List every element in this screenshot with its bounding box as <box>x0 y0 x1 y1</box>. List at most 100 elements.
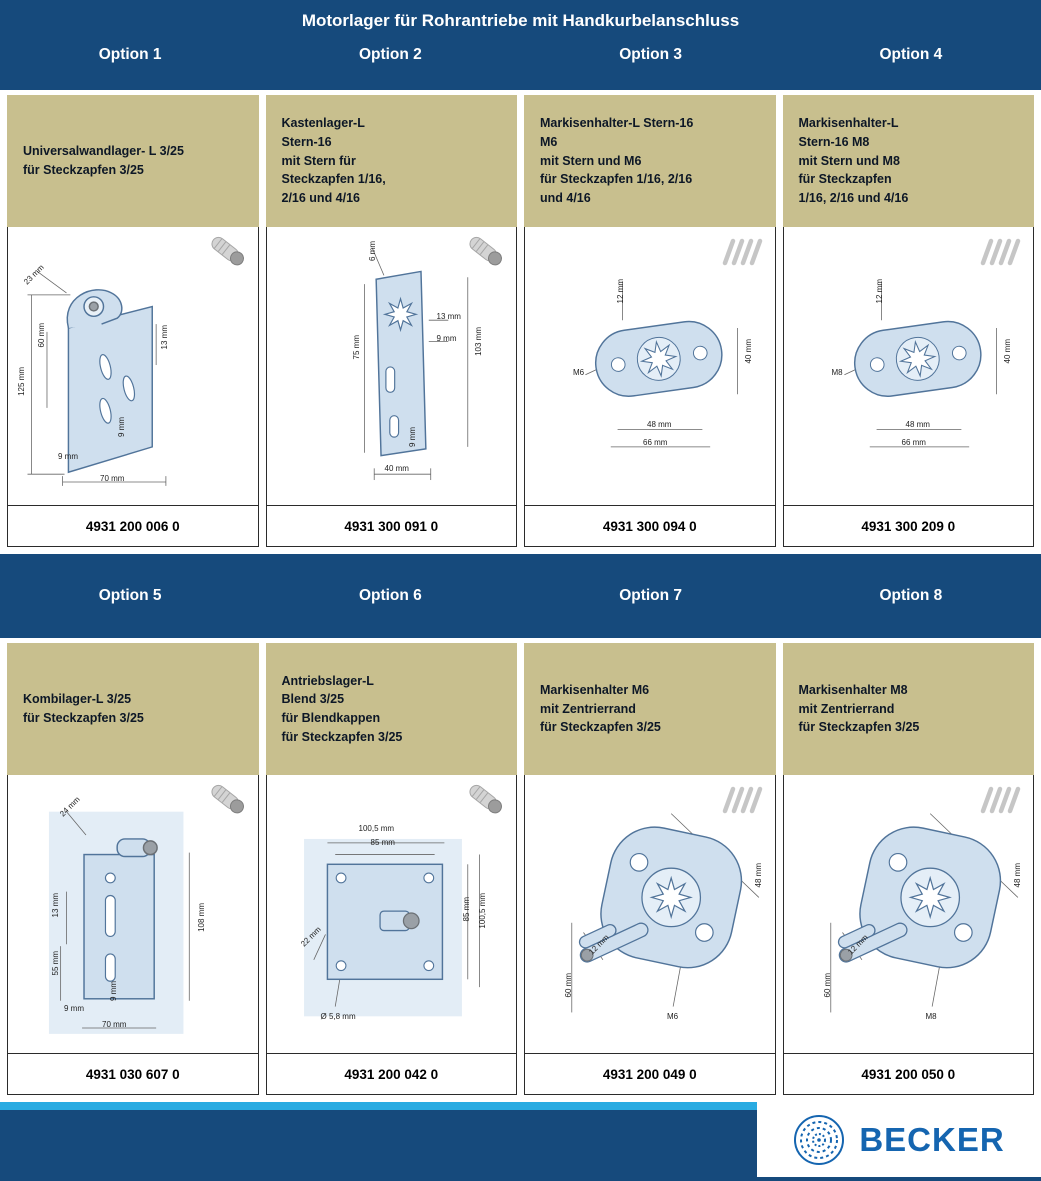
footer-blue-block <box>0 1110 757 1181</box>
option-header-row: Option 5 Option 6 Option 7 Option 8 <box>0 587 1041 605</box>
brand-area: BECKER <box>757 1102 1041 1181</box>
footer: BECKER <box>0 1102 1041 1181</box>
part-number: 4931 300 091 0 <box>266 505 516 546</box>
drive-bracket-drawing <box>303 838 480 1017</box>
card-row-2: Kombilager-L 3/25 für Steckzapfen 3/25 <box>0 638 1041 1102</box>
product-description: Antriebslager-L Blend 3/25 für Blendkapp… <box>265 643 517 775</box>
dim-label: M6 <box>667 1012 679 1021</box>
option-header-6: Option 6 <box>358 587 422 604</box>
product-card-5: Kombilager-L 3/25 für Steckzapfen 3/25 <box>7 643 259 1095</box>
awning-holder-drawing <box>843 281 997 448</box>
box-bracket-drawing <box>363 247 468 481</box>
brand-name: BECKER <box>859 1120 1005 1158</box>
part-number: 4931 200 050 0 <box>783 1053 1033 1094</box>
dim-label: M6 <box>573 368 585 377</box>
dim-label: 100,5 mm <box>477 893 487 929</box>
dim-label: 125 mm <box>17 367 26 396</box>
option-header-5: Option 5 <box>98 587 162 604</box>
dim-label: Ø 5,8 mm <box>320 1012 356 1021</box>
page-title: Motorlager für Rohrantriebe mit Handkurb… <box>301 11 740 30</box>
dim-label: 12 mm <box>874 279 884 304</box>
dim-label: 48 mm <box>647 420 672 429</box>
product-description: Markisenhalter M6 mit Zentrierrand für S… <box>524 643 776 775</box>
part-number: 4931 300 094 0 <box>525 505 775 546</box>
hatch-icon <box>975 235 1023 274</box>
option-header-7: Option 7 <box>619 587 683 604</box>
dim-label: M8 <box>831 368 843 377</box>
dim-label: 13 mm <box>51 893 60 918</box>
combi-bracket-drawing <box>48 811 190 1034</box>
dim-label: 85 mm <box>370 838 395 847</box>
part-number: 4931 200 049 0 <box>525 1053 775 1094</box>
dim-label: 60 mm <box>822 973 832 998</box>
dim-label: 48 mm <box>1012 863 1022 888</box>
dim-label: 60 mm <box>564 973 573 998</box>
dim-label: 70 mm <box>102 1020 127 1029</box>
crank-icon <box>208 783 248 822</box>
dim-label: 100,5 mm <box>358 824 395 833</box>
technical-drawing: 23 mm 60 mm 13 mm 125 mm 9 mm 9 mm 70 mm <box>8 227 258 505</box>
crank-icon <box>466 235 506 274</box>
product-card-4: Markisenhalter-L Stern-16 M8 mit Stern u… <box>782 95 1034 547</box>
product-card-8: Markisenhalter M8 mit Zentrierrand für S… <box>782 643 1034 1095</box>
technical-drawing: 6 mm 75 mm 13 mm 9 mm 103 mm 9 mm 40 mm <box>267 227 517 505</box>
header-band: Motorlager für Rohrantriebe mit Handkurb… <box>0 0 1041 90</box>
awning-holder-drawing <box>585 281 738 448</box>
option-header-row: Option 1 Option 2 Option 3 Option 4 <box>0 46 1041 64</box>
dim-label: 85 mm <box>461 897 471 922</box>
dim-label: 60 mm <box>37 323 46 348</box>
dim-label: 12 mm <box>616 279 625 304</box>
product-description: Universalwandlager- L 3/25 für Steckzapf… <box>7 95 259 227</box>
round-holder-drawing <box>829 813 1018 1013</box>
option-header-1: Option 1 <box>98 46 162 63</box>
dim-label: 9 mm <box>436 334 457 343</box>
dim-label: 55 mm <box>51 951 60 976</box>
product-card-7: Markisenhalter M6 mit Zentrierrand für S… <box>524 643 776 1095</box>
hatch-icon <box>975 783 1023 822</box>
dim-label: 40 mm <box>1002 339 1012 364</box>
technical-drawing: 48 mm 12 mm 60 mm M8 <box>784 775 1034 1053</box>
part-number: 4931 200 006 0 <box>8 505 258 546</box>
part-number: 4931 300 209 0 <box>783 505 1033 546</box>
hatch-icon <box>717 783 765 822</box>
technical-drawing: 12 mm M6 40 mm 48 mm 66 mm <box>525 227 775 505</box>
dim-label: 9 mm <box>64 1004 84 1013</box>
product-description: Kastenlager-L Stern-16 mit Stern für Ste… <box>265 95 517 227</box>
dim-label: 9 mm <box>109 981 118 1001</box>
product-description: Kombilager-L 3/25 für Steckzapfen 3/25 <box>7 643 259 775</box>
dim-label: 66 mm <box>643 438 668 447</box>
product-card-6: Antriebslager-L Blend 3/25 für Blendkapp… <box>265 643 517 1095</box>
becker-logo-icon <box>794 1114 845 1165</box>
dim-label: 108 mm <box>197 903 206 932</box>
dim-label: 48 mm <box>754 863 763 888</box>
product-card-3: Markisenhalter-L Stern-16 M6 mit Stern u… <box>524 95 776 547</box>
option-header-4: Option 4 <box>879 46 943 63</box>
technical-drawing: 24 mm 13 mm 108 mm 55 mm 9 mm 9 mm 70 mm <box>8 775 258 1053</box>
product-description: Markisenhalter M8 mit Zentrierrand für S… <box>782 643 1034 775</box>
product-card-1: Universalwandlager- L 3/25 für Steckzapf… <box>7 95 259 547</box>
crank-icon <box>466 783 506 822</box>
product-card-2: Kastenlager-L Stern-16 mit Stern für Ste… <box>265 95 517 547</box>
product-description: Markisenhalter-L Stern-16 M8 mit Stern u… <box>782 95 1034 227</box>
option-header-3: Option 3 <box>619 46 683 63</box>
round-holder-drawing <box>571 813 760 1013</box>
technical-drawing: 12 mm M8 40 mm 48 mm 66 mm <box>784 227 1034 505</box>
dim-label: 75 mm <box>351 335 361 360</box>
dim-label: 66 mm <box>901 438 926 447</box>
part-number: 4931 200 042 0 <box>266 1053 516 1094</box>
dim-label: 9 mm <box>407 427 417 447</box>
dim-label: 9 mm <box>58 452 78 461</box>
technical-drawing: 48 mm 12 mm 60 mm M6 <box>525 775 775 1053</box>
dim-label: 40 mm <box>384 464 409 473</box>
mid-band: Option 5 Option 6 Option 7 Option 8 <box>0 554 1041 638</box>
option-header-2: Option 2 <box>358 46 422 63</box>
product-description: Markisenhalter-L Stern-16 M6 mit Stern u… <box>524 95 776 227</box>
dim-label: 70 mm <box>100 474 125 483</box>
dim-label: 48 mm <box>905 420 930 429</box>
accent-stripe <box>0 1102 757 1110</box>
dim-label: M8 <box>925 1012 937 1021</box>
dim-label: 6 mm <box>367 241 377 261</box>
dim-label: 9 mm <box>117 417 126 437</box>
crank-icon <box>208 235 248 274</box>
